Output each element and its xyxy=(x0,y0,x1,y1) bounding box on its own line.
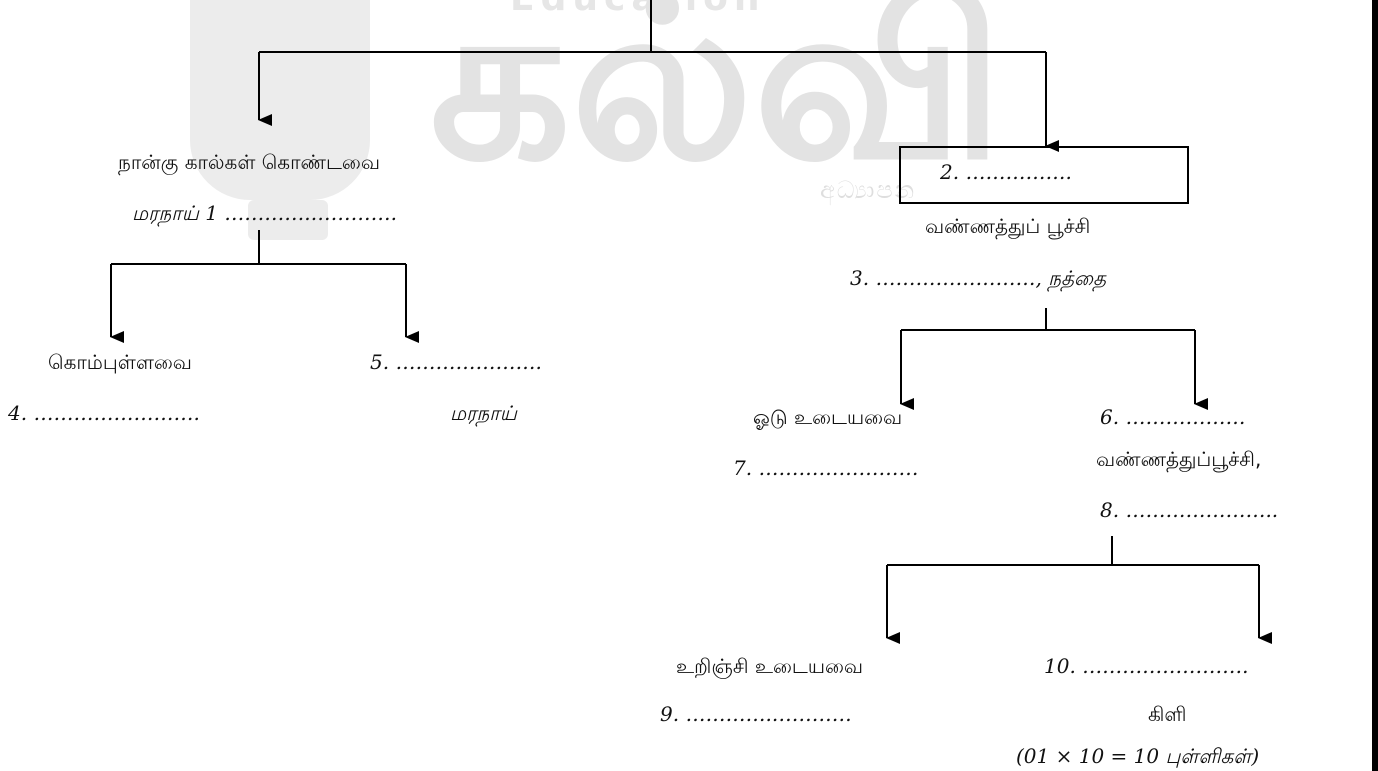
lower-a-blank: 9. ………….………… xyxy=(660,702,852,726)
right-branch-a-blank: 7. …………………… xyxy=(733,456,919,480)
right-box-blank: 2. ……………. xyxy=(940,160,1072,184)
lower-a-heading: உறிஞ்சி உடையவை xyxy=(676,654,864,678)
left-heading: நான்கு கால்கள் கொண்டவை xyxy=(118,150,380,174)
left-branch-a-blank: 4. ……………………. xyxy=(8,401,200,425)
lower-b-blank: 10. ……………………. xyxy=(1044,654,1249,678)
right-branch-b-label: வண்ணத்துப்பூச்சி, xyxy=(1096,447,1262,471)
left-branch-a-heading: கொம்புள்ளவை xyxy=(48,350,192,374)
watermark-bulb-icon xyxy=(190,0,370,200)
lower-b-label: கிளி xyxy=(1148,702,1187,726)
answer-box-2 xyxy=(899,146,1189,204)
watermark-top-text: Education xyxy=(510,0,766,19)
right-branch-a-heading: ஓடு உடையவை xyxy=(753,405,903,429)
left-line1: மரநாய் 1 ………….…………. xyxy=(132,201,398,225)
watermark-sub-text: අධ්‍යාපන xyxy=(820,176,917,204)
left-branch-b-label: மரநாய் xyxy=(450,401,517,425)
right-heading: வண்ணத்துப் பூச்சி xyxy=(925,214,1091,238)
right-branch-b-blank: 6. ……………… xyxy=(1100,405,1246,429)
right-line1: 3. ……………………, நத்தை xyxy=(850,266,1106,290)
right-border xyxy=(1372,0,1378,771)
left-branch-b-blank: 5. …………………. xyxy=(370,350,542,374)
right-branch-b-blank2: 8. ………………….. xyxy=(1100,498,1279,522)
marks-note: (01 × 10 = 10 புள்ளிகள்) xyxy=(1016,744,1260,768)
watermark-main-text: கல்வி xyxy=(430,0,1004,208)
watermark-bulb-base xyxy=(248,200,328,240)
